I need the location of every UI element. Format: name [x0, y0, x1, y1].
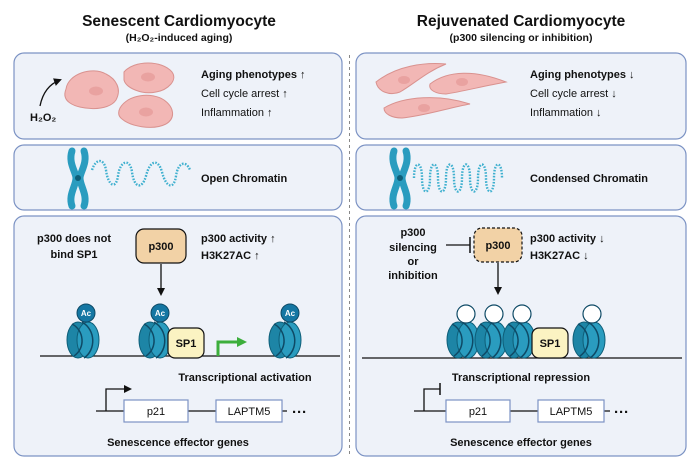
right-p300-note-3: or: [408, 256, 420, 268]
right-empty-mark-2: [484, 304, 504, 324]
right-p300-label: p300: [485, 240, 510, 252]
left-promoter-arrow: [105, 385, 132, 411]
left-nucleosome-3: [268, 321, 302, 359]
left-sp1-label: SP1: [176, 338, 197, 350]
right-chromatin-panel: [355, 144, 687, 211]
left-title: Senescent Cardiomyocyte: [82, 13, 276, 30]
h2o2-arrow: [39, 78, 62, 107]
right-nucleosome-4: [572, 321, 606, 359]
right-p300-activity: p300 activity ↓: [530, 233, 605, 245]
right-chromatin-label: Condensed Chromatin: [530, 173, 648, 185]
left-ac-label-3: Ac: [285, 309, 296, 318]
left-p300-box: p300: [135, 228, 187, 264]
right-gene-p21-label: p21: [469, 406, 487, 418]
right-chromosome-icon: [389, 147, 411, 210]
right-gene-ellipsis: ···: [614, 404, 629, 421]
right-effector-label: Senescence effector genes: [450, 437, 592, 449]
left-chromatin-label: Open Chromatin: [201, 173, 287, 185]
left-p300-note-1: p300 does not: [37, 233, 111, 245]
right-empty-mark-4: [582, 304, 602, 324]
right-p300-box: p300: [473, 227, 523, 263]
left-chromatin-panel: [13, 144, 343, 211]
left-inflammation: Inflammation ↑: [201, 107, 273, 119]
right-gene-laptm5-label: LAPTM5: [550, 406, 593, 418]
right-gene-laptm5: LAPTM5: [537, 399, 605, 423]
left-transcription-label: Transcriptional activation: [178, 372, 312, 384]
right-nucleosome-3: [502, 321, 536, 359]
left-gene-laptm5: LAPTM5: [215, 399, 283, 423]
left-gene-p21: p21: [123, 399, 189, 423]
right-title: Rejuvenated Cardiomyocyte: [417, 13, 626, 30]
right-phenotype-panel: [355, 52, 687, 140]
right-p300-note-1: p300: [400, 227, 425, 239]
left-h3k27ac: H3K27AC ↑: [201, 250, 260, 262]
left-ac-mark-2: Ac: [150, 303, 170, 323]
h2o2-label: H₂O₂: [30, 112, 56, 124]
condensed-chromatin-coil: [412, 163, 504, 193]
right-empty-mark-3: [512, 304, 532, 324]
right-subtitle: (p300 silencing or inhibition): [450, 32, 593, 44]
left-ac-label-2: Ac: [155, 309, 166, 318]
left-nucleosome-2: [138, 321, 172, 359]
inhibition-bar: [446, 237, 471, 253]
senescent-cells-icon: [64, 62, 175, 128]
right-empty-mark-1: [456, 304, 476, 324]
activation-arrow: [216, 337, 247, 356]
left-phenotype-panel: [13, 52, 343, 140]
right-sp1-label: SP1: [540, 338, 561, 350]
right-p300-note-4: inhibition: [388, 270, 438, 282]
chromosome-icon: [67, 147, 89, 210]
left-ac-mark-3: Ac: [280, 303, 300, 323]
left-nucleosome-1: [66, 321, 100, 359]
right-p300-note-2: silencing: [389, 242, 437, 254]
rejuvenated-cells-icon: [375, 63, 508, 119]
left-aging-phenotypes: Aging phenotypes ↑: [201, 69, 306, 81]
right-aging-phenotypes: Aging phenotypes ↓: [530, 69, 635, 81]
left-effector-label: Senescence effector genes: [107, 437, 249, 449]
left-cell-cycle-arrest: Cell cycle arrest ↑: [201, 88, 288, 100]
left-p300-activity: p300 activity ↑: [201, 233, 276, 245]
right-transcription-label: Transcriptional repression: [452, 372, 590, 384]
left-p300-label: p300: [148, 241, 173, 253]
left-p300-note-2: bind SP1: [50, 249, 97, 261]
right-h3k27ac: H3K27AC ↓: [530, 250, 589, 262]
right-gene-p21: p21: [445, 399, 511, 423]
left-gene-ellipsis: ···: [292, 404, 307, 421]
left-ac-label-1: Ac: [81, 309, 92, 318]
right-sp1-box: SP1: [531, 327, 569, 359]
left-subtitle: (H₂O₂-induced aging): [126, 32, 233, 44]
right-promoter-blocked: [423, 383, 441, 411]
left-sp1-box: SP1: [167, 327, 205, 359]
left-gene-p21-label: p21: [147, 406, 165, 418]
right-nucleosome-2: [474, 321, 508, 359]
left-gene-laptm5-label: LAPTM5: [228, 406, 271, 418]
right-nucleosome-1: [446, 321, 480, 359]
open-chromatin-strand: [90, 159, 192, 187]
right-inflammation: Inflammation ↓: [530, 107, 602, 119]
right-cell-cycle-arrest: Cell cycle arrest ↓: [530, 88, 617, 100]
left-ac-mark-1: Ac: [76, 303, 96, 323]
